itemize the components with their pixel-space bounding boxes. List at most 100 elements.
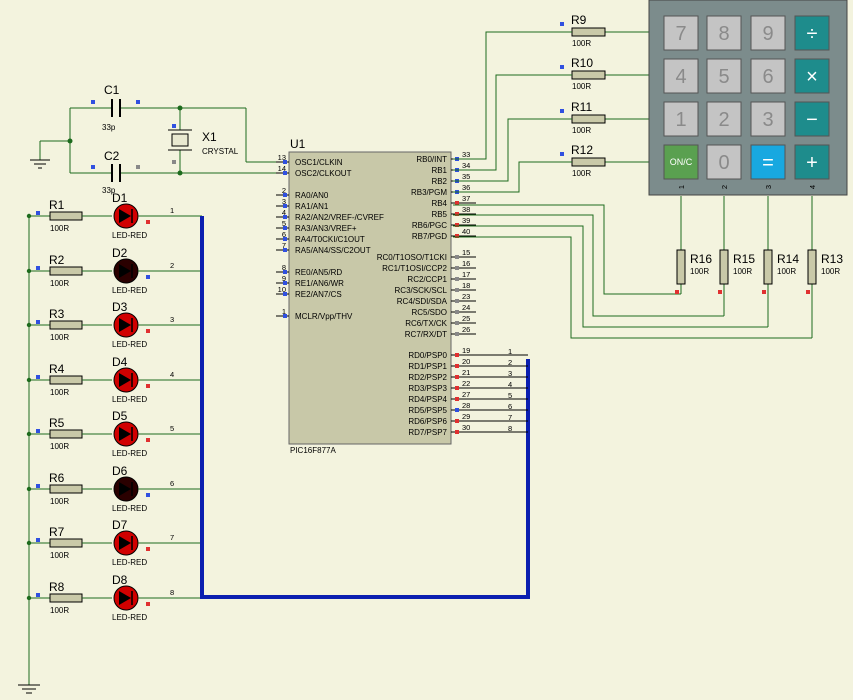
led-value: LED-RED xyxy=(112,395,147,404)
keypad-key[interactable]: 3 xyxy=(750,101,786,137)
mcu-right-pin-number: 23 xyxy=(462,292,470,301)
row-resistor-value: 100R xyxy=(572,169,591,178)
pin-marker xyxy=(560,109,564,113)
keypad-key[interactable]: 8 xyxy=(706,15,742,51)
pin-marker xyxy=(283,226,287,230)
keypad-key-face[interactable] xyxy=(794,58,830,94)
keypad-key-face[interactable] xyxy=(663,101,699,137)
mcu-left-pin-name: RE0/AN5/RD xyxy=(295,268,342,277)
keypad-key[interactable]: ON/C xyxy=(663,144,699,180)
mcu-left-pin-number: 8 xyxy=(282,263,286,272)
keypad-key-face[interactable] xyxy=(663,15,699,51)
keypad-key-face[interactable] xyxy=(706,101,742,137)
pin-marker xyxy=(455,288,459,292)
led-ref: D1 xyxy=(112,191,128,205)
row-resistor-ref: R10 xyxy=(571,56,593,70)
led-resistor xyxy=(49,320,83,330)
keypad-key[interactable]: 0 xyxy=(706,144,742,180)
keypad-key-label: − xyxy=(806,109,818,131)
keypad-key-face[interactable] xyxy=(794,144,830,180)
keypad-key-label: 8 xyxy=(718,23,729,45)
mcu-right-pin-name: RD4/PSP4 xyxy=(408,395,447,404)
mcu-left-pin-name: RE2/AN7/CS xyxy=(295,290,342,299)
keypad-key[interactable]: + xyxy=(794,144,830,180)
keypad-key-label: 3 xyxy=(762,109,773,131)
pin-marker xyxy=(455,234,459,238)
pin-marker xyxy=(36,375,40,379)
mcu-right-pin-name: RD3/PSP3 xyxy=(408,384,447,393)
keypad-key[interactable]: 5 xyxy=(706,58,742,94)
mcu-right-pin-name: RD1/PSP1 xyxy=(408,362,447,371)
pin-marker xyxy=(283,281,287,285)
led-resistor-ref: R1 xyxy=(49,198,65,212)
mcu-right-pin-name: RC0/T1OSO/T1CKI xyxy=(377,253,447,262)
mcu-right-pin-number: 35 xyxy=(462,172,470,181)
mcu-left-pin-name: OSC1/CLKIN xyxy=(295,158,343,167)
mcu-right-pin-number: 15 xyxy=(462,248,470,257)
row-resistors: R9100RAR10100RBR11100RCR12100RD xyxy=(560,13,660,178)
keypad-key-face[interactable] xyxy=(750,144,786,180)
pin-marker xyxy=(146,438,150,442)
keypad-key-face[interactable] xyxy=(706,58,742,94)
keypad-key-face[interactable] xyxy=(706,144,742,180)
led-rows: R1100RD1LED-RED1R2100RD2LED-RED2R3100RD3… xyxy=(26,191,202,622)
keypad-key-face[interactable] xyxy=(750,15,786,51)
keypad-key-label: ÷ xyxy=(807,23,818,45)
led-resistor-ref: R3 xyxy=(49,307,65,321)
led-net-label: 1 xyxy=(170,206,174,215)
mcu-left-pin-name: RA4/T0CKI/C1OUT xyxy=(295,235,365,244)
keypad-key[interactable]: 7 xyxy=(663,15,699,51)
keypad-key[interactable]: 4 xyxy=(663,58,699,94)
pin-marker xyxy=(36,538,40,542)
keypad-key-face[interactable] xyxy=(750,58,786,94)
pin-marker xyxy=(455,201,459,205)
mcu-right-pin-name: RD5/PSP5 xyxy=(408,406,447,415)
keypad-key-face[interactable] xyxy=(794,15,830,51)
led-resistor-value: 100R xyxy=(50,224,69,233)
row-resistor xyxy=(571,27,606,37)
keypad-key[interactable]: × xyxy=(794,58,830,94)
mcu-right-pin-name: RB5 xyxy=(431,210,447,219)
pin-marker xyxy=(283,193,287,197)
led-resistor xyxy=(49,266,83,276)
keypad-key-label: 4 xyxy=(675,66,686,88)
keypad-key-label: + xyxy=(806,152,818,174)
keypad-col-label: 4 xyxy=(808,185,817,189)
keypad-key[interactable]: 2 xyxy=(706,101,742,137)
keypad-key[interactable]: = xyxy=(750,144,786,180)
keypad-key[interactable]: 6 xyxy=(750,58,786,94)
pin-marker xyxy=(146,547,150,551)
keypad-key-face[interactable] xyxy=(663,144,699,180)
keypad-key-face[interactable] xyxy=(794,101,830,137)
keypad-key-face[interactable] xyxy=(706,15,742,51)
bus-label: 3 xyxy=(508,369,512,378)
diode-symbol xyxy=(119,591,131,605)
keypad-key[interactable]: ÷ xyxy=(794,15,830,51)
led-ref: D4 xyxy=(112,355,128,369)
pin-marker xyxy=(283,204,287,208)
keypad-key[interactable]: 9 xyxy=(750,15,786,51)
mcu-left-pin-name: MCLR/Vpp/THV xyxy=(295,312,353,321)
keypad-key[interactable]: 1 xyxy=(663,101,699,137)
c1-value: 33p xyxy=(102,123,116,132)
mcu-right-pin-name: RB2 xyxy=(431,177,447,186)
led-net-label: 8 xyxy=(170,588,174,597)
mcu-left-pin-name: OSC2/CLKOUT xyxy=(295,169,352,178)
keypad-key-face[interactable] xyxy=(750,101,786,137)
keypad-key-label: 0 xyxy=(718,152,729,174)
mcu-left-pin-number: 10 xyxy=(278,285,286,294)
row-resistor xyxy=(571,157,606,167)
pin-marker xyxy=(455,397,459,401)
led-resistor xyxy=(49,593,83,603)
bus-label: 4 xyxy=(508,380,512,389)
c1-ref: C1 xyxy=(104,83,120,97)
row-resistor-value: 100R xyxy=(572,126,591,135)
keypad-key[interactable]: − xyxy=(794,101,830,137)
keypad-key-face[interactable] xyxy=(663,58,699,94)
mcu-part: PIC16F877A xyxy=(290,446,336,455)
junction-dot xyxy=(26,486,32,492)
led-resistor xyxy=(49,538,83,548)
